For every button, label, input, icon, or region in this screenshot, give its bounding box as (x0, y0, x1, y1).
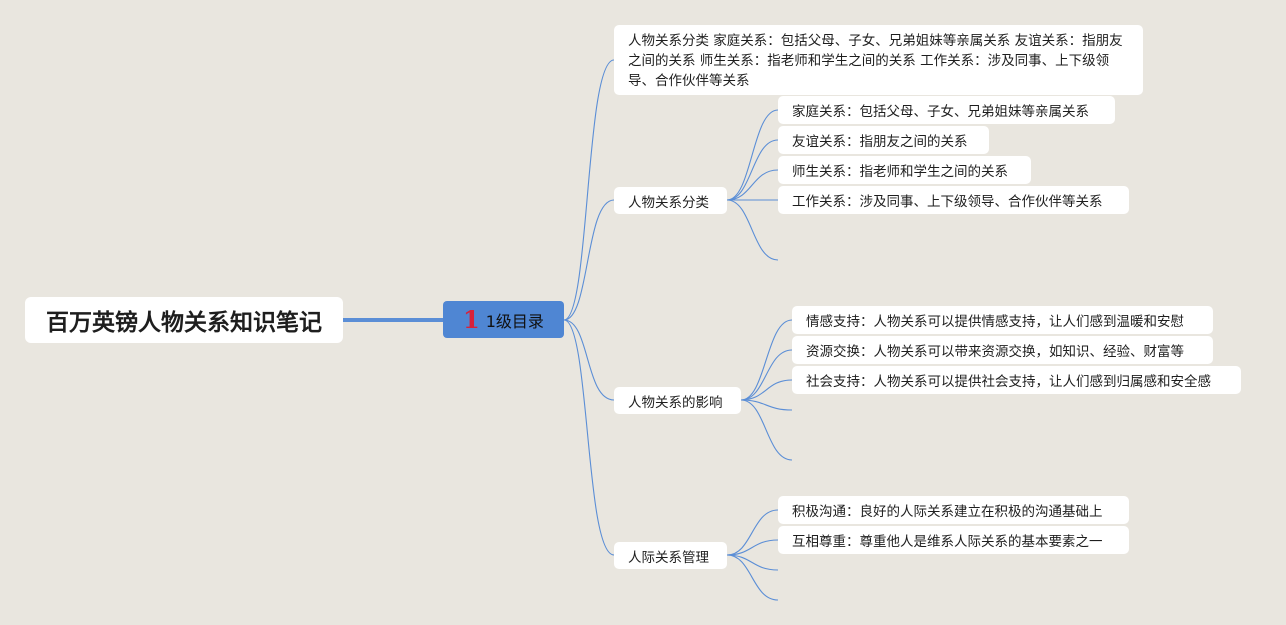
branch-connector-4 (563, 319, 615, 556)
subtopic-communication[interactable]: 积极沟通：良好的人际关系建立在积极的沟通基础上 (778, 496, 1129, 524)
level1-number-icon: 1 (463, 304, 480, 334)
branch-topic-summary[interactable]: 人物关系分类 家庭关系：包括父母、子女、兄弟姐妹等亲属关系 友谊关系：指朋友之间… (614, 25, 1143, 95)
subtopic-emotional-support[interactable]: 情感支持：人物关系可以提供情感支持，让人们感到温暖和安慰 (792, 306, 1213, 334)
subtopic-family[interactable]: 家庭关系：包括父母、子女、兄弟姐妹等亲属关系 (778, 96, 1115, 124)
subtopic-label: 积极沟通：良好的人际关系建立在积极的沟通基础上 (792, 504, 1103, 520)
child-connector-2-empty (726, 199, 779, 261)
child-connector-2-2 (726, 139, 779, 201)
subtopic-label: 社会支持：人物关系可以提供社会支持，让人们感到归属感和安全感 (806, 374, 1211, 390)
branch-label: 人物关系分类 (628, 194, 709, 211)
root-topic[interactable]: 百万英镑人物关系知识笔记 (25, 297, 343, 343)
subtopic-label: 家庭关系：包括父母、子女、兄弟姐妹等亲属关系 (792, 104, 1089, 120)
branch-label: 人物关系的影响 (628, 394, 723, 411)
subtopic-resource-exchange[interactable]: 资源交换：人物关系可以带来资源交换，如知识、经验、财富等 (792, 336, 1213, 364)
level1-label: 1级目录 (485, 311, 544, 331)
subtopic-teacher-student[interactable]: 师生关系：指老师和学生之间的关系 (778, 156, 1031, 184)
subtopic-label: 师生关系：指老师和学生之间的关系 (792, 164, 1008, 180)
child-connector-4-2 (726, 539, 779, 556)
child-connector-3-3 (740, 379, 793, 401)
child-connector-4-1 (726, 509, 779, 556)
subtopic-work[interactable]: 工作关系：涉及同事、上下级领导、合作伙伴等关系 (778, 186, 1129, 214)
child-connector-3-empty-1 (740, 399, 793, 411)
child-connector-3-1 (740, 319, 793, 401)
branch-label: 人物关系分类 家庭关系：包括父母、子女、兄弟姐妹等亲属关系 友谊关系：指朋友之间… (628, 33, 1123, 89)
subtopic-label: 友谊关系：指朋友之间的关系 (792, 134, 968, 150)
subtopic-friendship[interactable]: 友谊关系：指朋友之间的关系 (778, 126, 989, 154)
branch-label: 人际关系管理 (628, 549, 709, 566)
child-connector-2-3 (726, 169, 779, 201)
branch-topic-classification[interactable]: 人物关系分类 (614, 187, 727, 214)
subtopic-label: 工作关系：涉及同事、上下级领导、合作伙伴等关系 (792, 194, 1103, 210)
subtopic-label: 资源交换：人物关系可以带来资源交换，如知识、经验、财富等 (806, 344, 1184, 360)
child-connector-2-1 (726, 109, 779, 201)
child-connector-4-empty-2 (726, 554, 779, 601)
subtopic-label: 情感支持：人物关系可以提供情感支持，让人们感到温暖和安慰 (806, 314, 1184, 330)
child-connector-4-empty-1 (726, 554, 779, 571)
subtopic-label: 互相尊重：尊重他人是维系人际关系的基本要素之一 (792, 534, 1103, 550)
branch-topic-management[interactable]: 人际关系管理 (614, 542, 727, 569)
branch-connector-2 (563, 199, 615, 321)
subtopic-respect[interactable]: 互相尊重：尊重他人是维系人际关系的基本要素之一 (778, 526, 1129, 554)
level1-topic[interactable]: 1 1级目录 (443, 301, 564, 338)
branch-connector-1 (563, 59, 615, 321)
child-connector-3-2 (740, 349, 793, 401)
subtopic-social-support[interactable]: 社会支持：人物关系可以提供社会支持，让人们感到归属感和安全感 (792, 366, 1241, 394)
branch-connector-3 (563, 319, 615, 401)
branch-topic-influence[interactable]: 人物关系的影响 (614, 387, 741, 414)
root-title: 百万英镑人物关系知识笔记 (46, 310, 322, 336)
child-connector-3-empty-2 (740, 399, 793, 461)
